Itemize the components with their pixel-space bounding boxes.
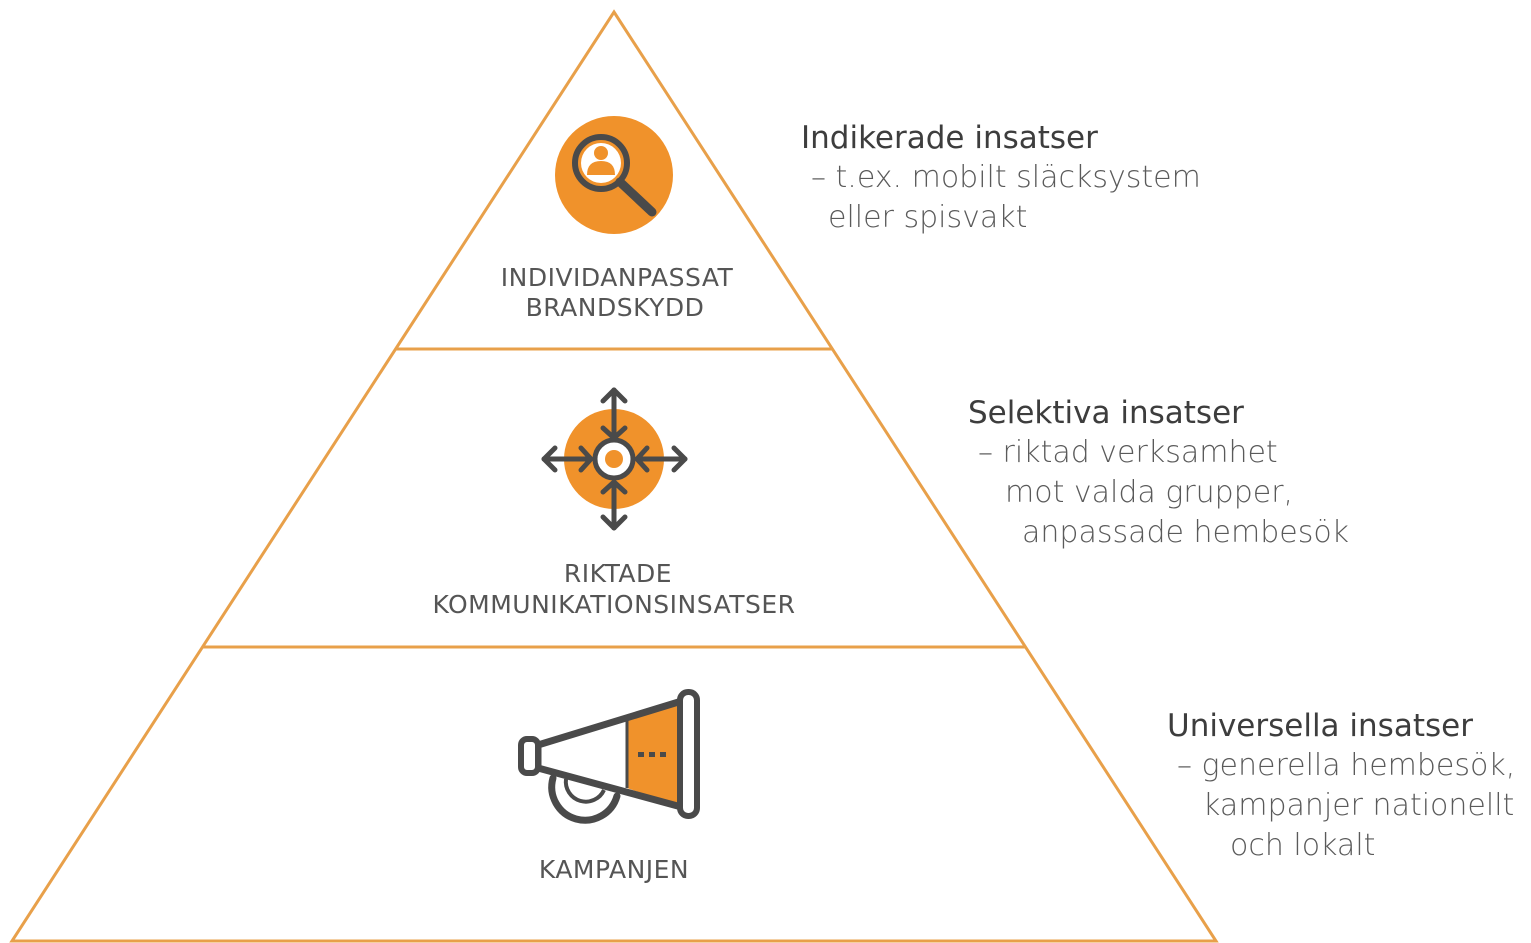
level-3-label: KAMPANJEN xyxy=(539,855,689,884)
level-2-label-line-2: KOMMUNIKATIONSINSATSER xyxy=(432,590,795,619)
target-arrows-icon xyxy=(541,387,688,531)
level-2-label-line-1: RIKTADE xyxy=(564,559,672,588)
level-2-description-line: – riktad verksamhet xyxy=(978,435,1278,470)
level-3-heading: Universella insatser xyxy=(1167,708,1473,744)
level-1-label-line-2: BRANDSKYDD xyxy=(526,293,705,322)
level-1-description-line: eller spisvakt xyxy=(828,200,1028,235)
pyramid-outline xyxy=(9,9,1219,943)
level-3-description-line: och lokalt xyxy=(1230,828,1376,863)
level-3-description-line: kampanjer nationellt xyxy=(1203,788,1515,823)
megaphone-icon xyxy=(518,689,700,824)
level-1-description-line: – t.ex. mobilt släcksystem xyxy=(811,160,1201,195)
level-3-description-line: – generella hembesök, xyxy=(1177,748,1516,783)
level-3-description: Universella insatser – generella hembesö… xyxy=(1167,706,1515,866)
level-2-description-line: mot valda grupper, xyxy=(1005,475,1294,510)
level-2-description: Selektiva insatser – riktad verksamhet m… xyxy=(968,393,1349,553)
level-1-description: Indikerade insatser – t.ex. mobilt släck… xyxy=(801,118,1201,238)
level-1-label-line-1: INDIVIDANPASSAT xyxy=(501,263,734,292)
level-2-description-line: anpassade hembesök xyxy=(1022,515,1350,550)
magnifier-person-icon xyxy=(555,116,673,234)
level-2-heading: Selektiva insatser xyxy=(968,395,1244,431)
level-1-heading: Indikerade insatser xyxy=(801,120,1098,156)
